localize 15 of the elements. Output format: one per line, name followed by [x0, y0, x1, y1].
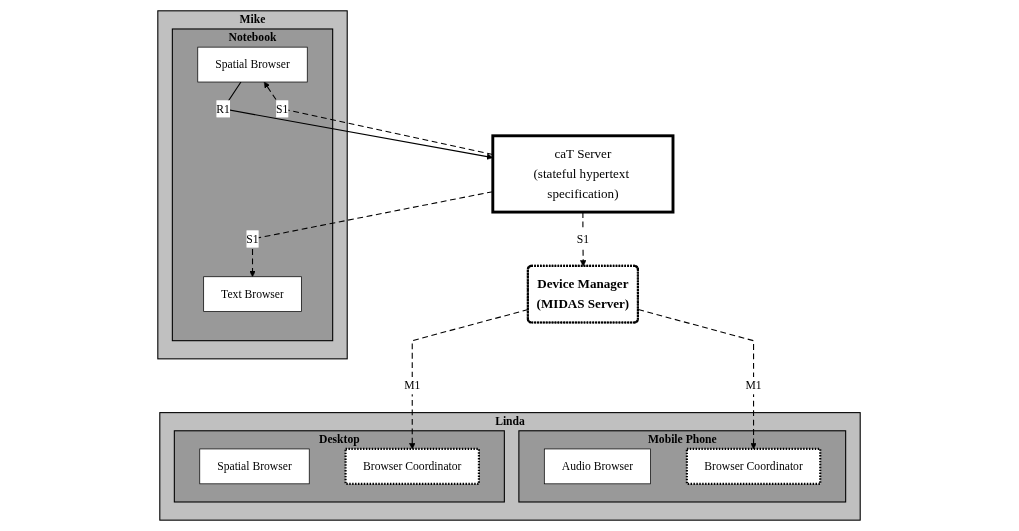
arrow	[249, 191, 494, 278]
node-box: caT Server (stateful hypertext specification)	[491, 134, 675, 214]
node-box: Browser Coordinator	[686, 447, 822, 485]
node-box: Browser Coordinator	[344, 447, 481, 485]
node-box: Text Browser	[203, 276, 303, 312]
node-box: Audio Browser	[544, 448, 652, 485]
node-box: Spatial Browser	[197, 46, 309, 83]
edge-label: R1	[216, 102, 231, 115]
node-box: Spatial Browser	[199, 448, 311, 485]
edge-label: M1	[404, 379, 421, 392]
edge-label: M1	[745, 379, 763, 392]
edge-label: S1	[276, 102, 289, 115]
edge-label: S1	[577, 232, 590, 245]
edge-label: S1	[246, 232, 260, 245]
arrow	[264, 81, 494, 155]
